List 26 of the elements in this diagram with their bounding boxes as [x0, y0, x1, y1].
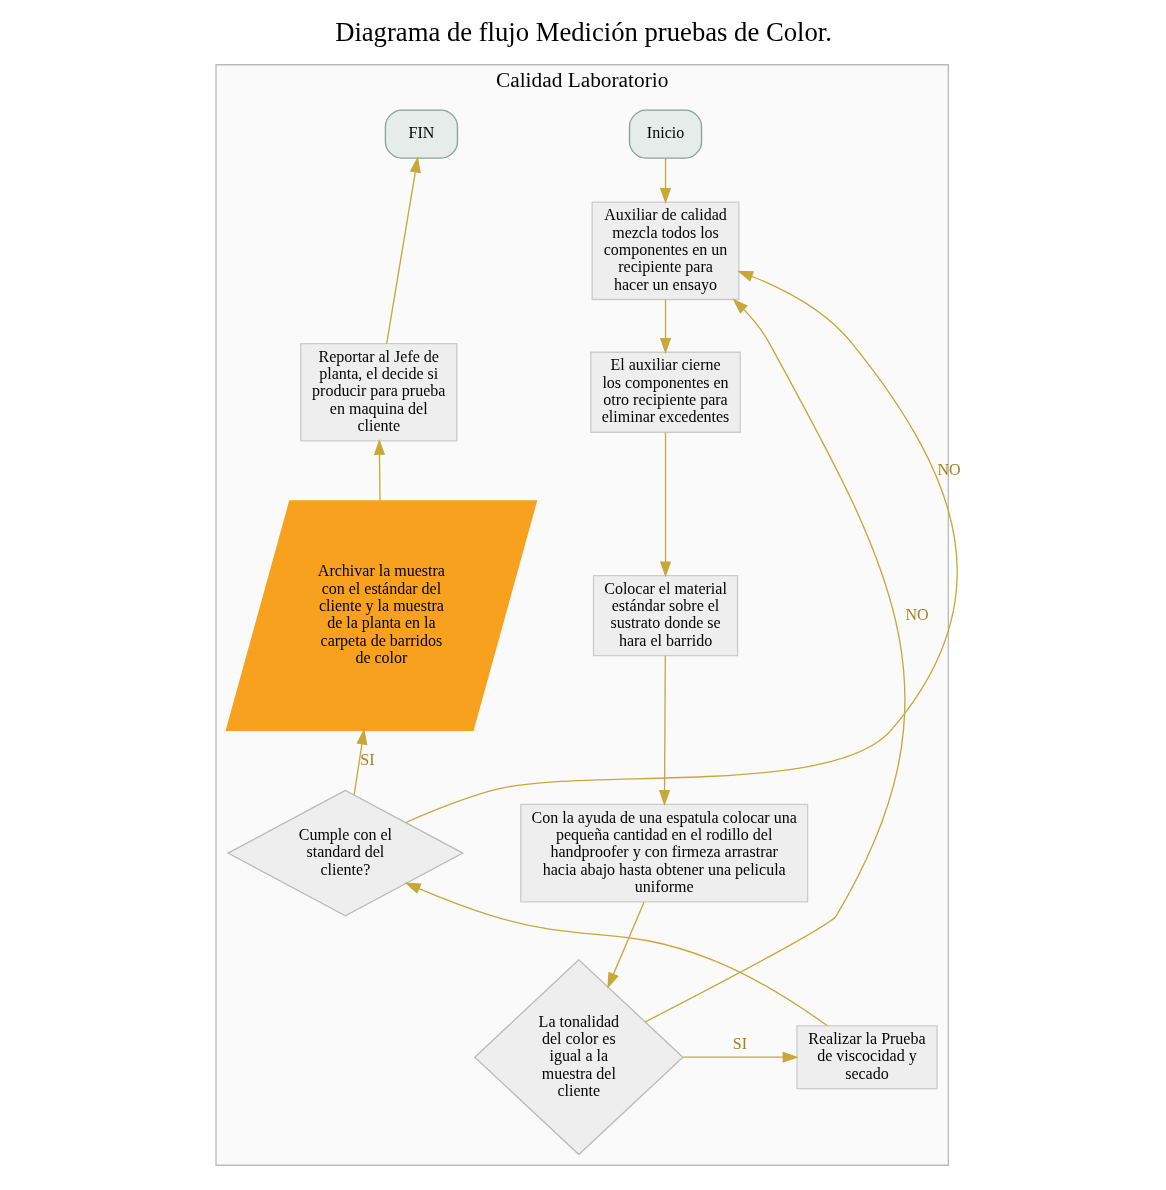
diagram-title: Diagrama de flujo Medición pruebas de Color.: [334, 16, 832, 47]
arrow: [606, 901, 645, 989]
node-box: Reportar al Jefe de planta, el decide si producir para prueba en maquina del cliente: [299, 342, 457, 442]
node-box: Inicio: [628, 109, 702, 159]
edge-label: SI: [732, 1034, 747, 1052]
node-box: Colocar el material estándar sobre el sustrato donde se hara el barrido: [592, 575, 738, 657]
arrow: [644, 298, 905, 1023]
arrow: [404, 270, 958, 824]
arrow: [682, 1051, 799, 1063]
node-box: El auxiliar cierne los componentes en otro recipiente para eliminar excedentes: [589, 351, 741, 433]
arrow: [659, 431, 671, 578]
node-diamond: La tonalidad del color es igual a la muestra del cliente: [473, 958, 684, 1156]
node-box: Auxiliar de calidad mezcla todos los componentes en un recipiente para hacer un ensayo: [591, 201, 740, 301]
node-box: Con la ayuda de una espatula colocar una pequeña cantidad en el rodillo del handproofer y con firmeza arrastrar hacia abajo hasta obtener una pelicula uniforme: [519, 803, 808, 903]
node-box: FIN: [384, 109, 458, 159]
arrow: [353, 728, 367, 796]
node-diamond: Cumple con el standard del cliente?: [226, 789, 464, 917]
node-box: Realizar la Prueba de viscocidad y secado: [795, 1025, 938, 1090]
arrow: [373, 438, 385, 502]
edge-label: NO: [904, 605, 929, 623]
arrow: [658, 655, 670, 807]
arrow: [659, 157, 671, 204]
arrow: [404, 882, 828, 1027]
arrow: [385, 156, 421, 345]
edge-label: SI: [359, 750, 375, 768]
arrow: [659, 298, 671, 355]
